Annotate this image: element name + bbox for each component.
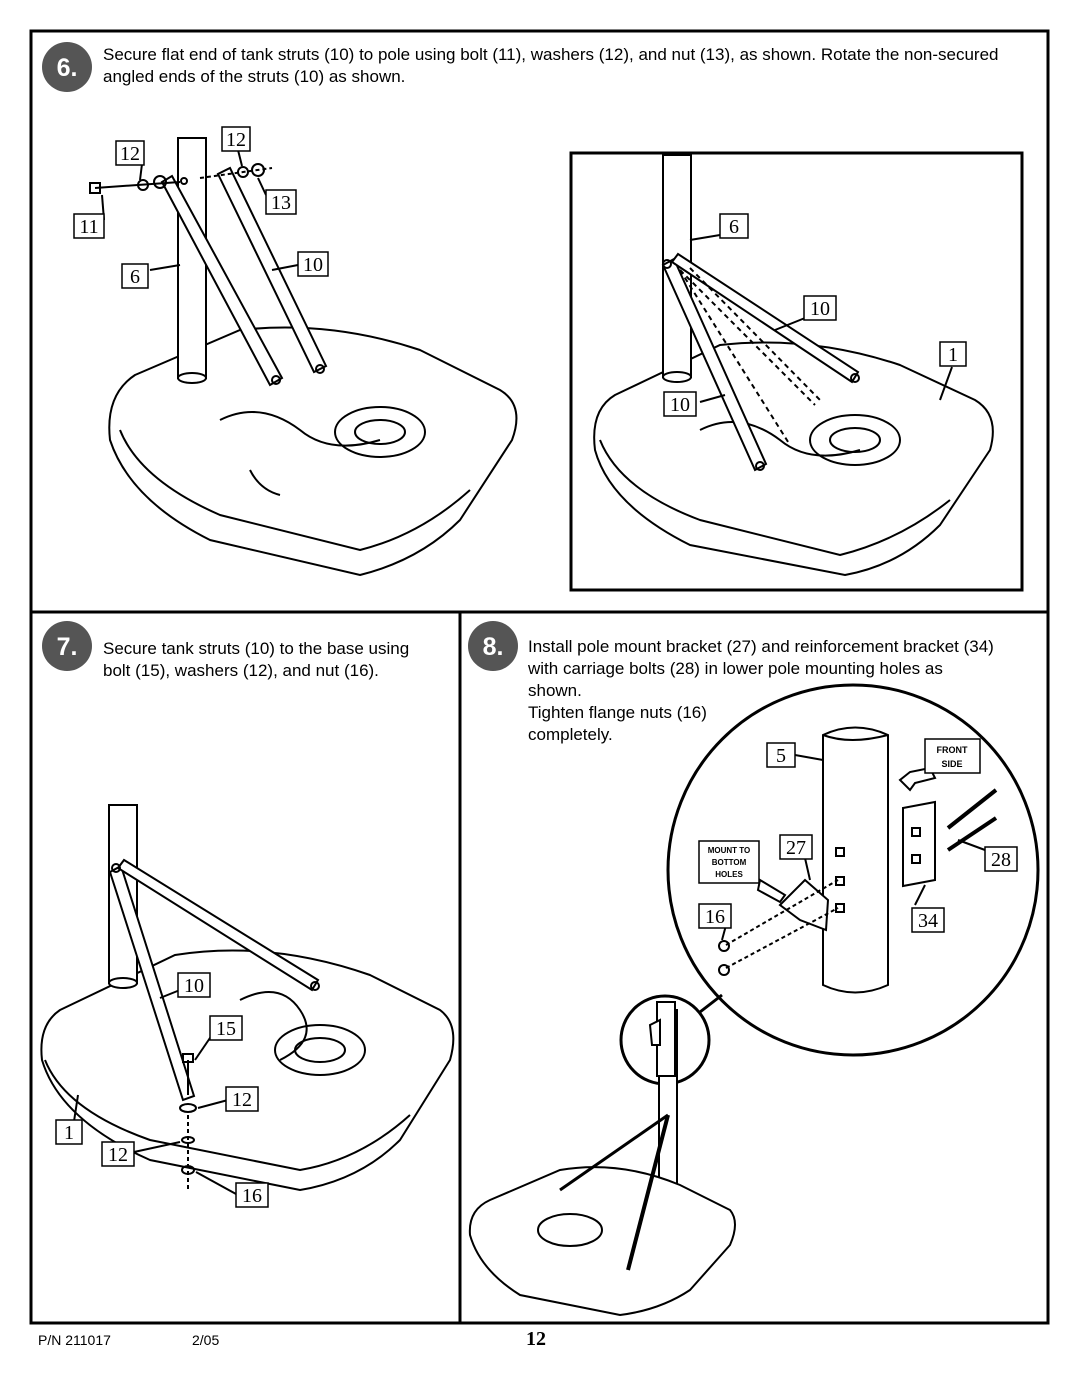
front-side-line2: SIDE — [941, 759, 962, 769]
callout-12a: 12 — [120, 143, 140, 165]
callout-6: 6 — [130, 266, 140, 288]
s7-callout-16: 16 — [242, 1185, 262, 1207]
step-6-badge: 6. — [42, 42, 92, 92]
step-6-illustration — [89, 137, 518, 577]
step-6-inset-callouts: 6 10 1 10 — [663, 213, 967, 417]
inset-callout-10a: 10 — [810, 298, 830, 320]
step-7-illustration — [40, 804, 455, 1195]
step-7-number: 7. — [57, 633, 78, 661]
revision-date: 2/05 — [192, 1332, 220, 1348]
inset-callout-1: 1 — [948, 344, 958, 366]
s8-callout-34: 34 — [918, 910, 938, 932]
step-6-number: 6. — [57, 54, 78, 82]
step-7-badge: 7. — [42, 621, 92, 671]
s7-callout-1: 1 — [64, 1122, 74, 1144]
s8-callout-16: 16 — [705, 906, 725, 928]
callout-11: 11 — [79, 216, 98, 238]
s8-callout-28: 28 — [991, 849, 1011, 871]
step-6-inset — [569, 151, 1024, 592]
step-6-callouts: 12 12 13 11 6 10 — [73, 126, 329, 289]
part-number: P/N 211017 — [38, 1332, 111, 1348]
step-8-number: 8. — [483, 633, 504, 661]
callout-10: 10 — [303, 254, 323, 276]
mount-to-line1: MOUNT TO — [708, 846, 751, 855]
inset-callout-10b: 10 — [670, 394, 690, 416]
front-side-label: FRONT SIDE — [924, 738, 981, 774]
page-frame — [29, 29, 1050, 1325]
page-number: 12 — [526, 1328, 546, 1350]
s8-callout-5: 5 — [776, 745, 786, 767]
inset-callout-6: 6 — [729, 216, 739, 238]
callout-12b: 12 — [226, 129, 246, 151]
mount-to-line3: HOLES — [715, 870, 743, 879]
front-side-line1: FRONT — [937, 745, 968, 755]
callout-13: 13 — [271, 192, 291, 214]
s7-callout-10: 10 — [184, 975, 204, 997]
step-8-text: Install pole mount bracket (27) and rein… — [528, 637, 994, 744]
s8-callout-27: 27 — [786, 837, 806, 859]
step-8-badge: 8. — [468, 621, 518, 671]
mount-to-label: MOUNT TO BOTTOM HOLES — [698, 840, 760, 884]
mount-to-line2: BOTTOM — [712, 858, 747, 867]
step-8-callouts: 5 27 28 16 34 — [698, 742, 1018, 933]
step-7-text: Secure tank struts (10) to the base usin… — [103, 639, 410, 680]
step-6-text: Secure flat end of tank struts (10) to p… — [103, 45, 999, 86]
s7-callout-12b: 12 — [108, 1144, 128, 1166]
s7-callout-15: 15 — [216, 1018, 236, 1040]
step-8-illustration — [468, 683, 1040, 1317]
s7-callout-12a: 12 — [232, 1089, 252, 1111]
step-7-callouts: 10 15 12 1 12 16 — [55, 972, 269, 1208]
